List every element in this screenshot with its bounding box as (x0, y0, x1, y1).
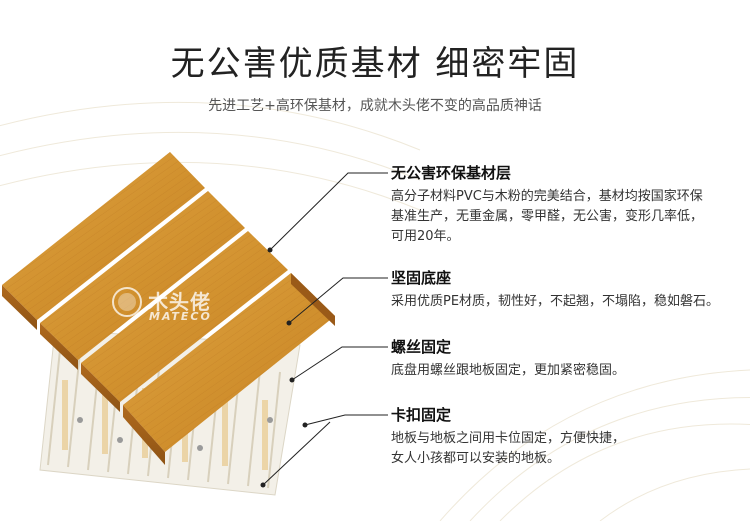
feature-title: 无公害环保基材层 (391, 164, 512, 182)
callout-line-3 (291, 346, 388, 381)
feature-description: 采用优质PE材质，韧性好，不起翘，不塌陷，稳如磐石。 (391, 292, 746, 312)
callout-line-4 (304, 414, 388, 426)
feature-eco-layer: 无公害环保基材层 高分子材料PVC与木粉的完美结合，基材均按国家环保 基准生产，… (391, 163, 746, 247)
feature-desc-line: 高分子材料PVC与木粉的完美结合，基材均按国家环保 (391, 189, 703, 204)
feature-desc-line: 基准生产，无重金属，零甲醛，无公害，变形几率低， (391, 209, 704, 224)
feature-description: 底盘用螺丝跟地板固定，更加紧密稳固。 (391, 361, 746, 381)
page-subtitle: 先进工艺+高环保基材，成就木头佬不变的高品质神话 (208, 98, 542, 114)
feature-title: 卡扣固定 (391, 406, 452, 424)
feature-desc-line: 地板与地板之间用卡位固定，方便快捷， (391, 431, 626, 446)
callout-line-2 (288, 277, 388, 324)
feature-desc-line: 可用20年。 (391, 229, 460, 244)
feature-screw-fixing: 螺丝固定 底盘用螺丝跟地板固定，更加紧密稳固。 (391, 337, 746, 381)
brand-logo: 木头佬 MATECO (108, 286, 248, 326)
callout-line-1 (269, 172, 388, 251)
feature-solid-base: 坚固底座 采用优质PE材质，韧性好，不起翘，不塌陷，稳如磐石。 (391, 268, 746, 312)
feature-title: 螺丝固定 (391, 338, 452, 356)
feature-description: 高分子材料PVC与木粉的完美结合，基材均按国家环保 基准生产，无重金属，零甲醛，… (391, 187, 746, 247)
wood-top-layer (2, 152, 335, 465)
feature-desc-line: 女人小孩都可以安装的地板。 (391, 451, 561, 466)
feature-clip-fixing: 卡扣固定 地板与地板之间用卡位固定，方便快捷， 女人小孩都可以安装的地板。 (391, 405, 746, 469)
page-title: 无公害优质基材 细密牢固 (170, 44, 580, 84)
decking-tile-illustration (2, 152, 335, 496)
brand-name-cn: 木头佬 (148, 290, 211, 314)
brand-logo-icon (112, 287, 142, 317)
feature-desc-line: 采用优质PE材质，韧性好，不起翘，不塌陷，稳如磐石。 (391, 294, 720, 309)
feature-description: 地板与地板之间用卡位固定，方便快捷， 女人小孩都可以安装的地板。 (391, 429, 746, 469)
feature-desc-line: 底盘用螺丝跟地板固定，更加紧密稳固。 (391, 363, 626, 378)
brand-name-en: MATECO (149, 310, 212, 323)
callout-line-5 (262, 421, 331, 486)
feature-title: 坚固底座 (391, 269, 452, 287)
